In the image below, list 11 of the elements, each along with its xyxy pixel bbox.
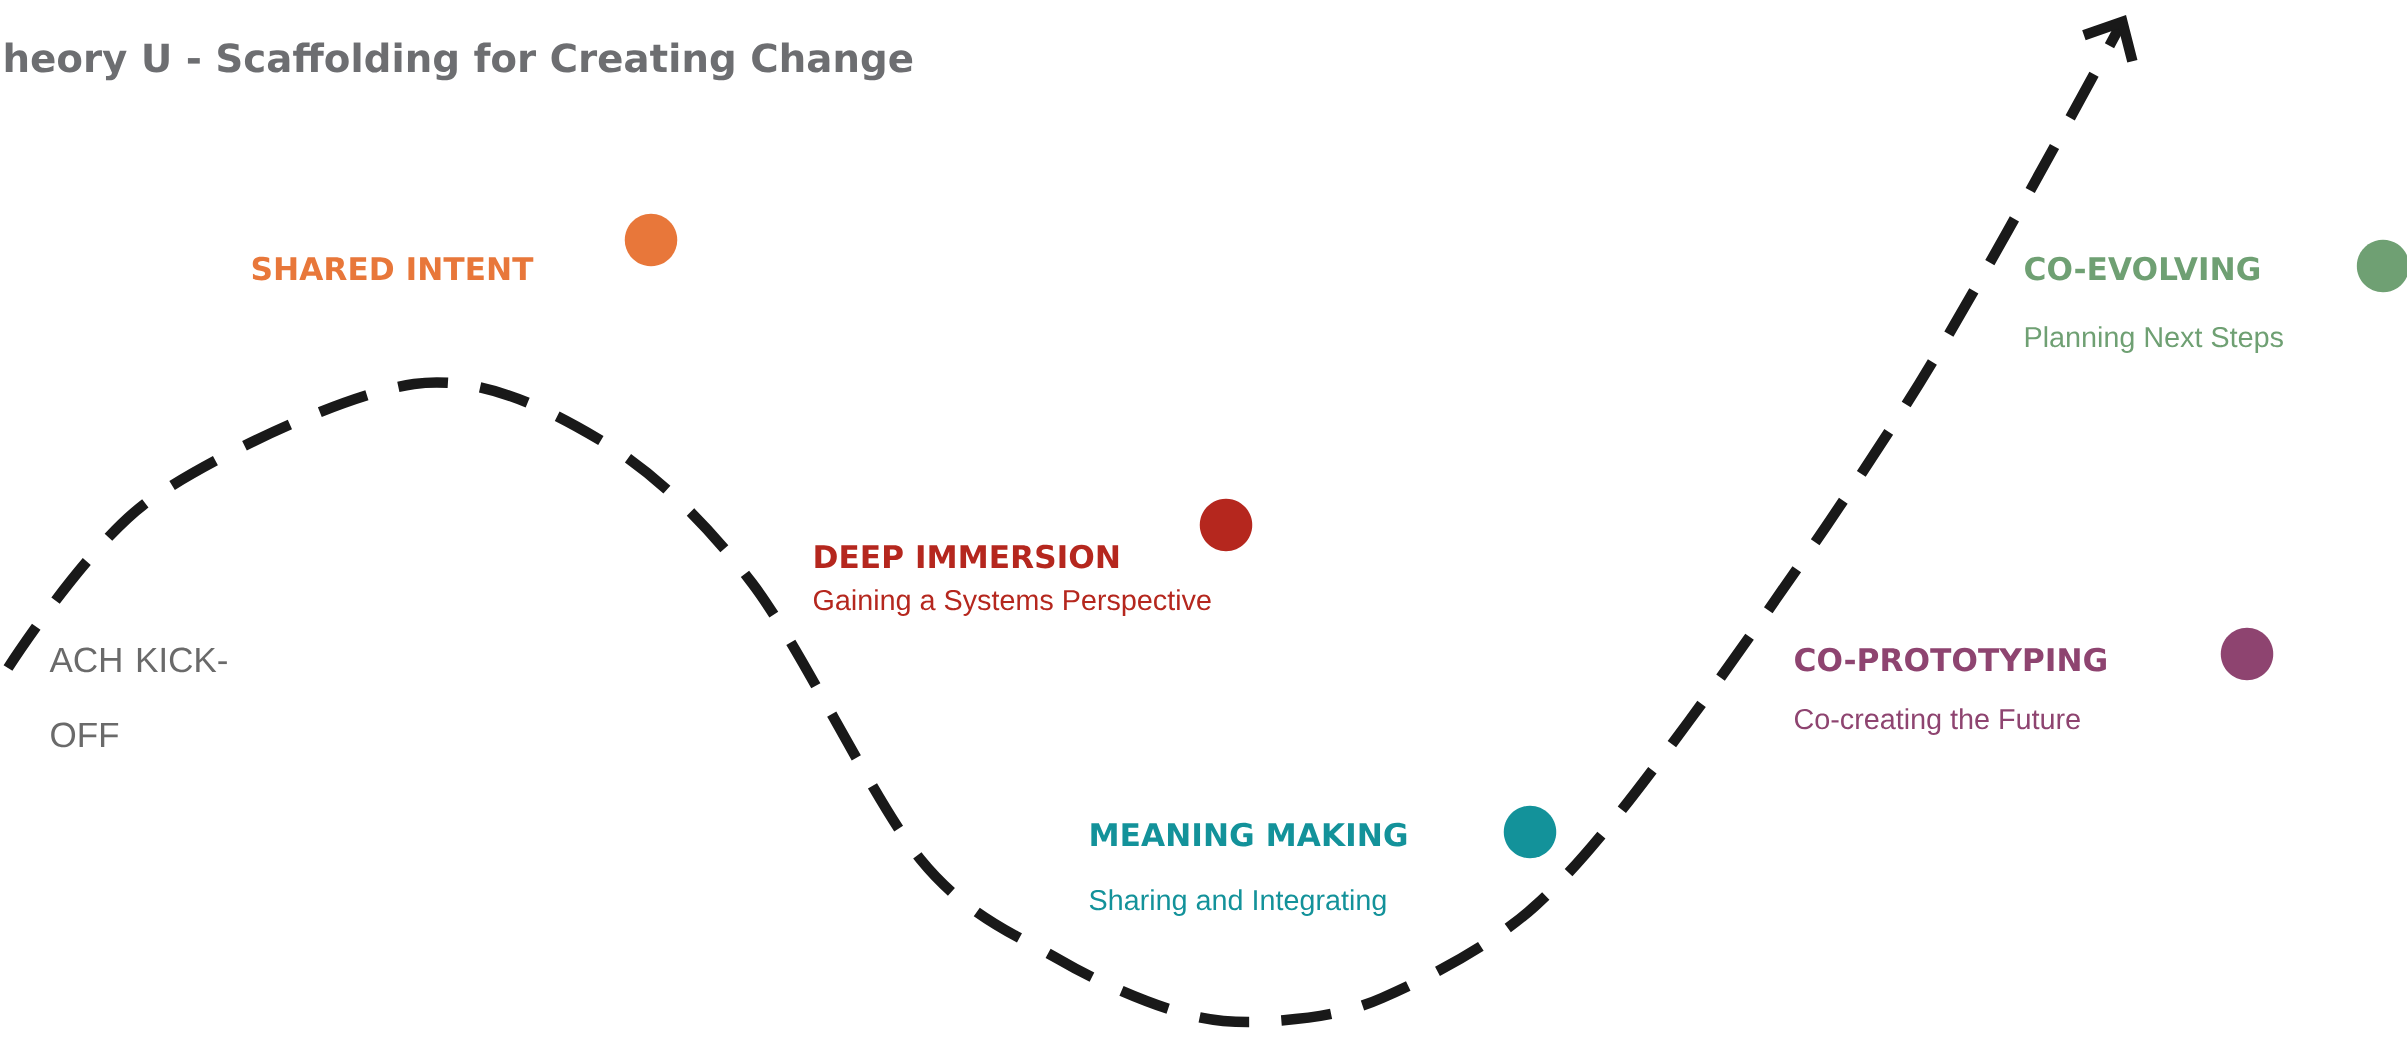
stage-subtitle: Planning Next Steps xyxy=(2025,326,2283,353)
stage-subtitle: Gaining a Systems Perspective xyxy=(813,589,1211,616)
stage-heading: CO-EVOLVING xyxy=(2025,256,2260,281)
title: heory U - Scaffolding for Creating Change xyxy=(5,42,913,81)
milestone-label: ACH KICK-OFF xyxy=(49,647,227,748)
stage-heading: SHARED INTENT xyxy=(252,256,534,281)
stage-heading: DEEP IMMERSION xyxy=(815,544,1119,569)
stage-heading: MEANING MAKING xyxy=(1091,822,1407,847)
stage-subtitle: Co-creating the Future xyxy=(1794,708,2080,735)
stage-heading: CO-PROTOTYPING xyxy=(1795,647,2106,672)
stage-subtitle: Sharing and Integrating xyxy=(1089,889,1386,916)
